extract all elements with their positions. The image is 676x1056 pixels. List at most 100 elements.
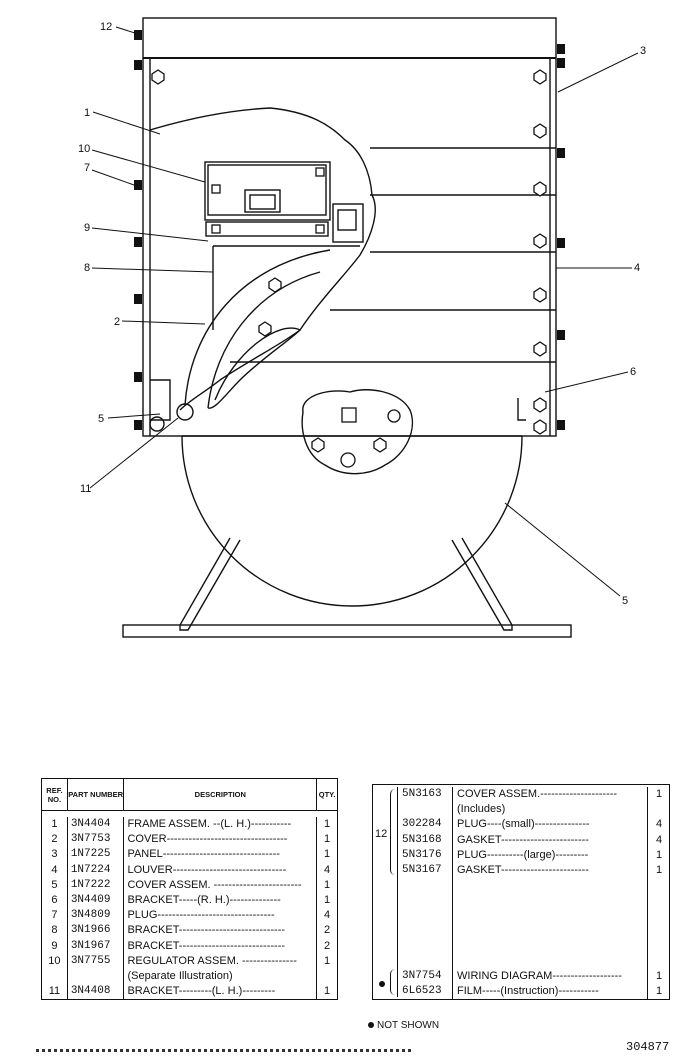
callout-5-upper: 5 — [98, 413, 104, 425]
qty-cell: 1 — [324, 818, 331, 830]
description-cell: (Separate Illustration) — [124, 968, 318, 985]
callout-5-lower: 5 — [622, 595, 628, 607]
table-row: 5N3167 GASKET------------------------ 1 — [398, 862, 670, 879]
description-cell: WIRING DIAGRAM------------------- — [453, 969, 648, 985]
description-cell — [453, 908, 648, 924]
ref-cell: 5 — [42, 877, 68, 893]
part-number-cell — [398, 878, 453, 894]
part-number-cell: 5N3167 — [398, 862, 453, 879]
exploded-view-drawing: 12 3 1 10 7 9 8 4 2 6 5 11 5 — [78, 17, 646, 638]
table-row: 302284 PLUG----(small)---------------4 — [398, 817, 670, 833]
qty-cell — [648, 893, 670, 908]
part-number-cell — [398, 923, 453, 939]
ref-cell: 10 — [42, 953, 68, 969]
group-ref-12: 12 — [375, 828, 388, 840]
part-number-cell: 3N1966 — [68, 923, 125, 939]
qty-cell: 2 — [324, 924, 331, 937]
description-cell: GASKET------------------------ — [453, 832, 648, 848]
ref-cell: 4 — [42, 862, 68, 878]
callout-11: 11 — [80, 483, 91, 495]
description-cell: GASKET------------------------ — [453, 862, 648, 879]
qty-cell — [648, 939, 670, 954]
table-row — [398, 938, 670, 955]
description-cell: PLUG----------(large)--------- — [453, 847, 648, 863]
callout-2: 2 — [114, 316, 120, 328]
ref-cell: 3 — [42, 847, 68, 863]
qty-cell — [648, 802, 670, 817]
table-row: 5N3168 GASKET------------------------4 — [398, 832, 670, 848]
part-number-cell: 1N7224 — [68, 862, 125, 878]
part-number-cell — [398, 908, 453, 924]
part-number-cell: 1N7225 — [68, 847, 125, 863]
part-number-cell: 5N3163 — [398, 787, 453, 803]
ref-cell: 8 — [42, 923, 68, 939]
qty-cell: 1 — [655, 848, 663, 861]
qty-cell: 4 — [655, 833, 663, 846]
header-description: DESCRIPTION — [124, 779, 318, 810]
qty-cell: 1 — [324, 954, 331, 967]
part-number-cell — [398, 954, 453, 970]
ref-cell: 11 — [42, 984, 68, 1000]
qty-cell: 4 — [324, 863, 331, 876]
table-row — [398, 893, 670, 909]
description-cell: (Includes) — [453, 802, 648, 818]
callout-9: 9 — [84, 222, 90, 234]
part-number-cell — [68, 968, 125, 985]
part-number-cell: 302284 — [398, 817, 453, 833]
part-number-cell: 5N3176 — [398, 847, 453, 863]
table-row: 5N3176 PLUG----------(large)--------- 1 — [398, 847, 670, 863]
table-row — [398, 923, 670, 939]
callout-7: 7 — [84, 162, 90, 174]
qty-cell: 2 — [324, 939, 331, 952]
part-number-cell — [398, 802, 453, 818]
callout-3: 3 — [640, 45, 646, 57]
callout-10: 10 — [78, 143, 90, 155]
header-qty: QTY. — [318, 790, 336, 799]
qty-cell: 4 — [324, 909, 331, 922]
table-row: (Separate Illustration) — [42, 968, 337, 985]
qty-cell: 1 — [655, 863, 663, 876]
description-cell: BRACKET----------------------------- — [124, 938, 318, 954]
qty-cell: 1 — [324, 893, 331, 906]
part-number-cell: 3N7753 — [68, 832, 125, 848]
description-cell — [453, 923, 648, 939]
callout-4: 4 — [634, 262, 640, 274]
callout-6: 6 — [630, 366, 636, 378]
scan-artifact-strip — [36, 1049, 411, 1056]
description-cell: REGULATOR ASSEM. --------------- — [124, 953, 318, 969]
parts-table-header: REF. NO. PART NUMBER DESCRIPTION QTY. — [42, 779, 337, 811]
description-cell: PANEL-------------------------------- — [124, 847, 318, 863]
description-cell: BRACKET----------------------------- — [124, 923, 318, 939]
part-number-cell: 3N7754 — [398, 969, 453, 985]
description-cell — [453, 938, 648, 955]
brace — [390, 789, 395, 875]
table-row: (Includes) — [398, 802, 670, 818]
header-part-number: PART NUMBER — [68, 779, 125, 810]
qty-cell: 1 — [324, 985, 331, 998]
not-shown-text: NOT SHOWN — [377, 1020, 440, 1031]
part-number-cell: 3N1967 — [68, 938, 125, 954]
description-cell: BRACKET---------(L. H.)--------- — [124, 984, 318, 1000]
qty-cell — [317, 969, 337, 984]
description-cell: LOUVER------------------------------- — [124, 862, 318, 878]
qty-cell — [648, 878, 670, 893]
description-cell: PLUG----(small)--------------- — [453, 817, 648, 833]
description-cell: COVER ASSEM. ------------------------ — [124, 877, 318, 893]
qty-cell: 1 — [324, 833, 331, 846]
bullet-icon — [368, 1022, 374, 1029]
